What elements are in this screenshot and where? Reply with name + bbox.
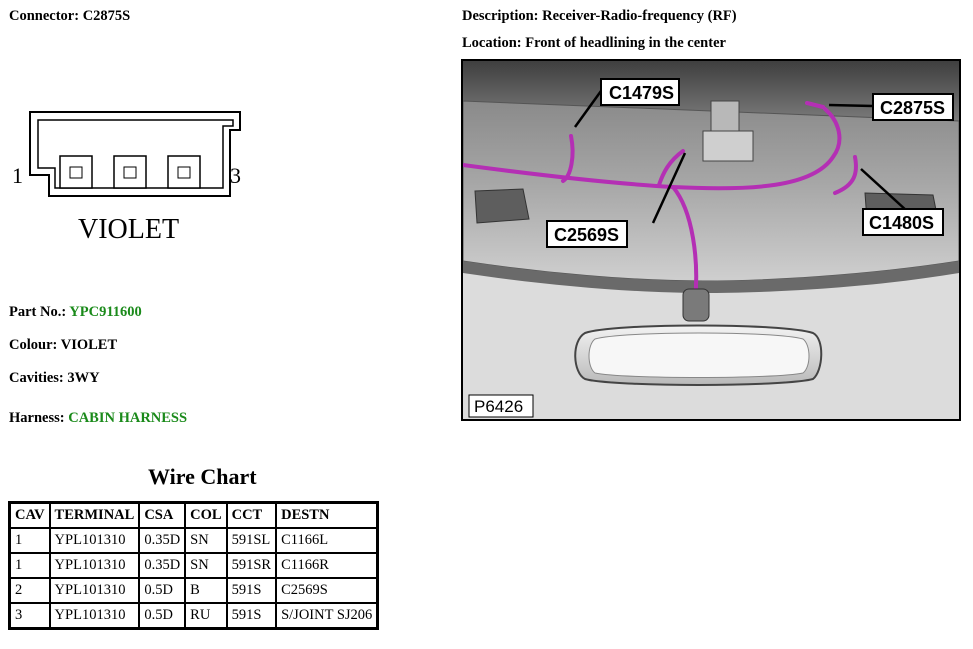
callout-c1479s: C1479S: [600, 78, 680, 106]
panel-opening-left: [474, 188, 530, 224]
callout-c1480s: C1480S: [862, 208, 944, 236]
cell-cct: 591SR: [225, 552, 278, 579]
cell-csa: 0.5D: [138, 602, 187, 630]
cell-cct: 591S: [225, 577, 278, 604]
pin-label-1: 1: [12, 163, 23, 188]
pin-label-3: 3: [230, 163, 241, 188]
header-terminal: TERMINAL: [48, 501, 141, 529]
colour-value: VIOLET: [60, 337, 118, 353]
harness-value: CABIN HARNESS: [68, 410, 188, 426]
svg-text:C2569S: C2569S: [554, 225, 619, 245]
connector-color-text: VIOLET: [78, 214, 179, 245]
location-label: Location: Front of headlining in the cen…: [462, 35, 726, 51]
callout-c2875s: C2875S: [872, 93, 954, 121]
cell-terminal: YPL101310: [48, 602, 141, 630]
cell-cav: 1: [8, 527, 51, 554]
connector-value: C2875S: [82, 8, 131, 24]
callout-c2569s: C2569S: [546, 220, 628, 248]
svg-text:P6426: P6426: [474, 397, 523, 416]
cavities-label: Cavities: 3WY: [9, 370, 100, 386]
header-col: COL: [184, 501, 228, 529]
cell-destn: C2569S: [275, 577, 379, 604]
connector-inner-outline: [37, 119, 234, 189]
cell-destn: C1166R: [275, 552, 379, 579]
svg-text:C2875S: C2875S: [880, 98, 945, 118]
header-cav: CAV: [8, 501, 51, 529]
cell-col: RU: [184, 602, 228, 630]
connector-outline: [29, 111, 241, 197]
wire-chart-title: Wire Chart: [148, 464, 257, 489]
cell-cav: 3: [8, 602, 51, 630]
cell-col: SN: [184, 552, 228, 579]
cell-csa: 0.35D: [138, 527, 187, 554]
cavity-2-terminal: [123, 166, 137, 179]
table-row: 1 YPL101310 0.35D SN 591SR C1166R: [8, 552, 379, 579]
mirror-glass: [588, 332, 810, 378]
connector-face-diagram: 1 3 VIOLET: [12, 111, 241, 245]
location-illustration: C1479S C2875S C2569S C1480S P6426: [461, 59, 961, 421]
header-csa: CSA: [138, 501, 187, 529]
cell-destn: C1166L: [275, 527, 379, 554]
callout-arrows: [573, 90, 908, 224]
harness-label: Harness: CABIN HARNESS: [9, 410, 188, 426]
cell-col: B: [184, 577, 228, 604]
header-cct: CCT: [225, 501, 278, 529]
description-label: Description: Receiver-Radio-frequency (R…: [462, 8, 737, 24]
cell-cct: 591SL: [225, 527, 278, 554]
table-row: 1 YPL101310 0.35D SN 591SL C1166L: [8, 527, 379, 554]
figure-id-box: P6426: [468, 394, 534, 418]
svg-text:C1480S: C1480S: [869, 213, 934, 233]
cavity-3-terminal: [177, 166, 191, 179]
cell-cav: 2: [8, 577, 51, 604]
part-no-label: Part No.: YPC911600: [9, 304, 142, 320]
mirror-stem: [682, 288, 710, 322]
cavity-1-terminal: [69, 166, 83, 179]
cell-cav: 1: [8, 552, 51, 579]
table-row: 3 YPL101310 0.5D RU 591S S/JOINT SJ206: [8, 602, 379, 630]
cell-destn: S/JOINT SJ206: [275, 602, 379, 630]
description-value: Receiver-Radio-frequency (RF): [542, 8, 737, 24]
cabin-harness: [463, 101, 858, 303]
header-destn: DESTN: [275, 501, 379, 529]
cell-col: SN: [184, 527, 228, 554]
cell-terminal: YPL101310: [48, 527, 141, 554]
cell-cct: 591S: [225, 602, 278, 630]
cell-terminal: YPL101310: [48, 552, 141, 579]
wire-chart-table: CAV TERMINAL CSA COL CCT DESTN 1 YPL1013…: [8, 501, 380, 630]
connector-label: Connector: C2875S: [9, 8, 131, 24]
colour-label: Colour: VIOLET: [9, 337, 118, 353]
wire-chart-header-row: CAV TERMINAL CSA COL CCT DESTN: [8, 501, 379, 529]
svg-text:C1479S: C1479S: [609, 83, 674, 103]
receiver-module: [702, 130, 754, 162]
location-value: Front of headlining in the center: [525, 35, 726, 51]
headlining-render: C1479S C2875S C2569S C1480S P6426: [463, 61, 959, 419]
panel-edge: [463, 261, 959, 293]
cell-terminal: YPL101310: [48, 577, 141, 604]
cell-csa: 0.35D: [138, 552, 187, 579]
cavities-value: 3WY: [67, 370, 100, 386]
cell-csa: 0.5D: [138, 577, 187, 604]
part-no-value: YPC911600: [69, 304, 142, 320]
table-row: 2 YPL101310 0.5D B 591S C2569S: [8, 577, 379, 604]
